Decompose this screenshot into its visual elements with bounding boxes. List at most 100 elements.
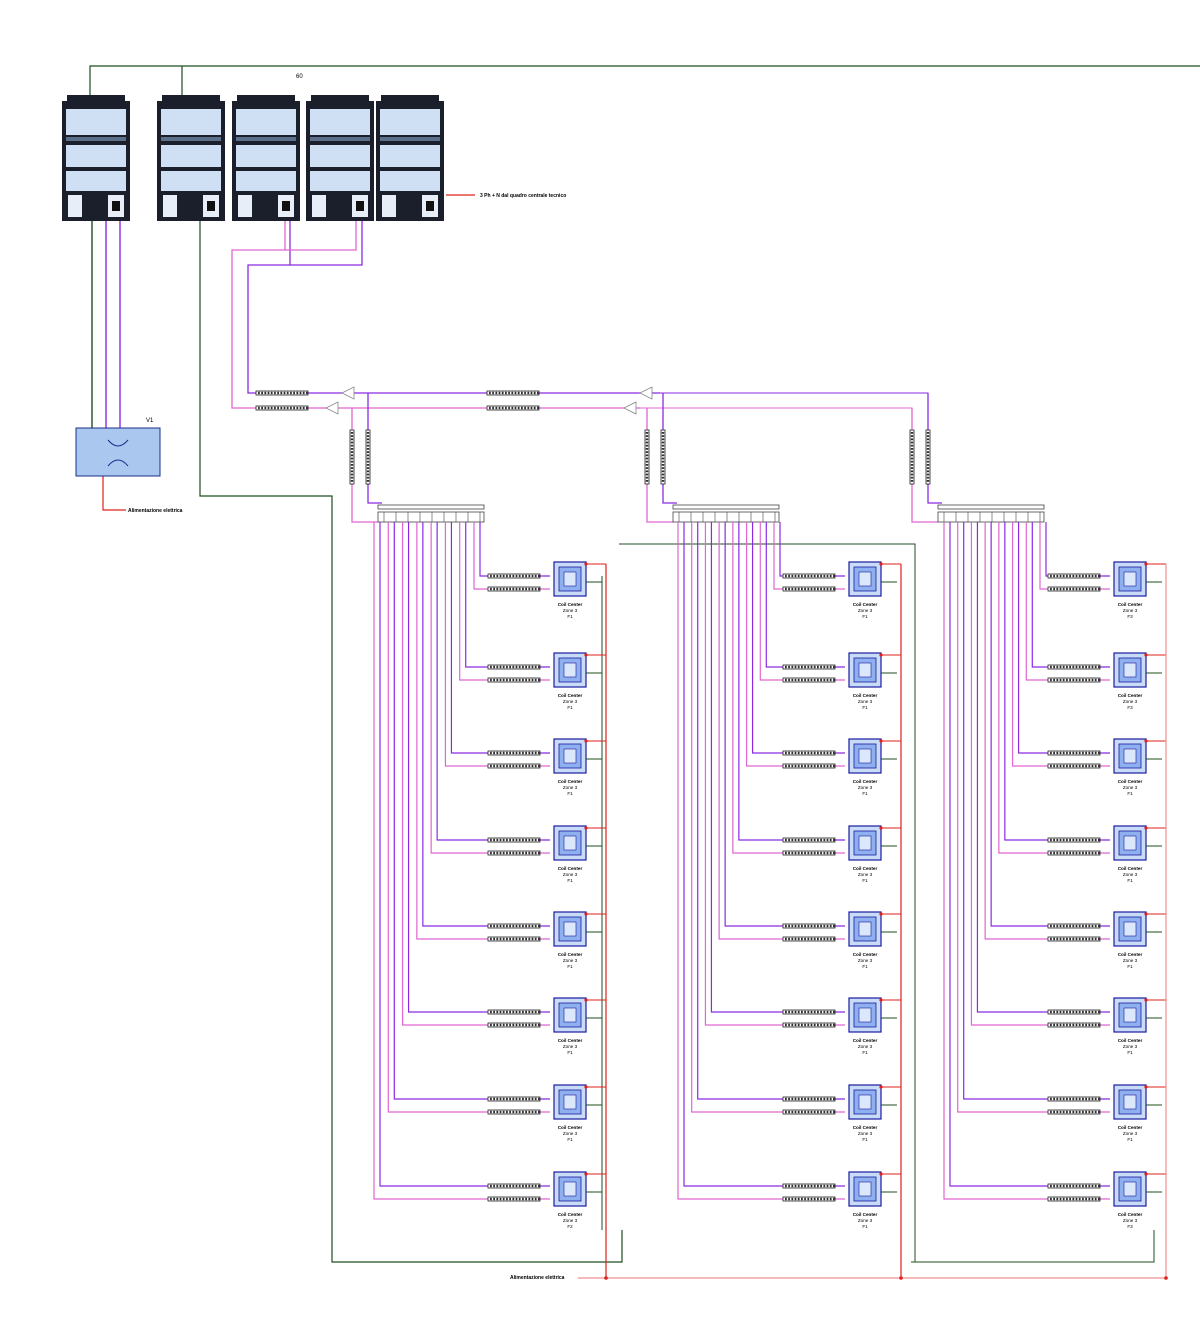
pipe-size-tag [925, 429, 931, 485]
indoor-unit: Coil Center Zone 3F1 [459, 522, 606, 710]
outdoor-unit-top-cap [237, 95, 295, 103]
branch-liquid-pipe [430, 522, 550, 854]
outdoor-unit-lower-panel [310, 171, 370, 191]
unit-label-floor: F2 [567, 1224, 573, 1229]
cassette-filter-icon [563, 1007, 577, 1023]
pipe-size-tag [782, 1022, 836, 1028]
pipe-size-tag [487, 837, 541, 843]
unit-label-zone: Zone 3 [858, 608, 873, 613]
unit-label-zone: Zone 3 [858, 1218, 873, 1223]
outdoor-unit-upper-panel [380, 109, 440, 135]
branch-liquid-pipe [704, 522, 845, 1026]
pipe-and-wire-layer [89, 65, 1200, 1279]
refnet-joint [639, 386, 653, 400]
branch-liquid-pipe [759, 522, 845, 681]
pipe-size-tag [487, 1196, 541, 1202]
liquid-pipe-to-col3 [640, 407, 913, 430]
unit-label-model: Coil Center [558, 693, 583, 698]
unit-label-zone: Zone 3 [1123, 1044, 1138, 1049]
column-liquid-riser [646, 408, 673, 523]
branch-liquid-pipe [1039, 522, 1110, 590]
power-junction [899, 1276, 903, 1280]
pipe-size-tag [782, 763, 836, 769]
pipe-size-tag [644, 429, 650, 485]
branch-liquid-pipe [473, 522, 550, 590]
pipe-size-tag [1047, 750, 1101, 756]
unit-label-model: Coil Center [853, 1125, 878, 1130]
unit-label-floor: F1 [862, 614, 868, 619]
ventilation-unit-body [75, 427, 161, 477]
power-junction [604, 1276, 608, 1280]
unit-label-floor: F1 [567, 1050, 573, 1055]
pipe-size-tag [255, 390, 309, 396]
pipe-size-tag [660, 429, 666, 485]
outdoor-unit-mid-panel [380, 145, 440, 167]
pipe-size-tag [1047, 573, 1101, 579]
unit-label-model: Coil Center [558, 779, 583, 784]
branch-liquid-pipe [998, 522, 1110, 854]
pipe-size-tag [782, 750, 836, 756]
pipe-size-tag [1047, 677, 1101, 683]
pipe-size-tag [782, 1183, 836, 1189]
cassette-filter-icon [563, 571, 577, 587]
unit-label-floor: F1 [862, 705, 868, 710]
cassette-filter-icon [858, 1181, 872, 1197]
unit-label-model: Coil Center [1118, 779, 1143, 784]
branch-gas-pipe [422, 522, 550, 927]
unit-label-model: Coil Center [558, 866, 583, 871]
main-gas-pipe [247, 264, 660, 394]
branch-liquid-pipe [970, 522, 1110, 1026]
outdoor-unit-port-left [312, 195, 326, 217]
comm-bus-top [89, 65, 1200, 95]
pipe-size-tag [1047, 1196, 1101, 1202]
cassette-filter-icon [1123, 1181, 1137, 1197]
unit-label-zone: Zone 3 [1123, 699, 1138, 704]
unit-label-zone: Zone 3 [563, 1218, 578, 1223]
column-comm-line [911, 1230, 1155, 1263]
comm-trunk [199, 221, 623, 1263]
pipe-size-tag [487, 1009, 541, 1015]
pipe-size-tag [349, 429, 355, 485]
pipe-size-tag [255, 405, 309, 411]
unit-label-floor: F1 [1127, 964, 1133, 969]
branch-gas-pipe [1031, 522, 1110, 668]
outdoor-unit-mid-panel [310, 145, 370, 167]
unit-label-model: Coil Center [1118, 1212, 1143, 1217]
unit-label-floor: F1 [862, 1224, 868, 1229]
outdoor-unit [306, 95, 374, 221]
unit-label-floor: F1 [862, 964, 868, 969]
power-junction [1164, 1276, 1168, 1280]
outdoor-unit-top-cap [311, 95, 369, 103]
pipe-size-tag [782, 936, 836, 942]
outdoor-unit [376, 95, 444, 221]
pipe-size-tag [1047, 1183, 1101, 1189]
pipe-size-tag [1047, 664, 1101, 670]
outdoor-unit-lower-panel [236, 171, 296, 191]
pipe-size-tag [487, 1022, 541, 1028]
vent-power-wire [102, 476, 126, 511]
unit-label-model: Coil Center [1118, 693, 1143, 698]
branch-gas-pipe [779, 522, 845, 577]
unit-label-zone: Zone 3 [563, 872, 578, 877]
cassette-filter-icon [563, 662, 577, 678]
unit-label-floor: F1 [567, 1137, 573, 1142]
branch-liquid-pipe [401, 522, 550, 1026]
pipe-size-tag [487, 664, 541, 670]
pipe-size-tag [1047, 586, 1101, 592]
cassette-filter-icon [1123, 1094, 1137, 1110]
branch-gas-pipe [724, 522, 845, 927]
unit-label-floor: F1 [1127, 878, 1133, 883]
pipe-size-tag [782, 586, 836, 592]
branch-liquid-pipe [732, 522, 845, 854]
refnet-joint [325, 401, 339, 415]
unit-label-floor: F1 [567, 614, 573, 619]
branch-header-liquid [672, 511, 780, 523]
outdoor-unit-mid-panel [161, 145, 221, 167]
unit-label-model: Coil Center [853, 779, 878, 784]
pipe-size-tag [1047, 923, 1101, 929]
unit-label-zone: Zone 3 [563, 608, 578, 613]
unit-label-zone: Zone 3 [1123, 608, 1138, 613]
